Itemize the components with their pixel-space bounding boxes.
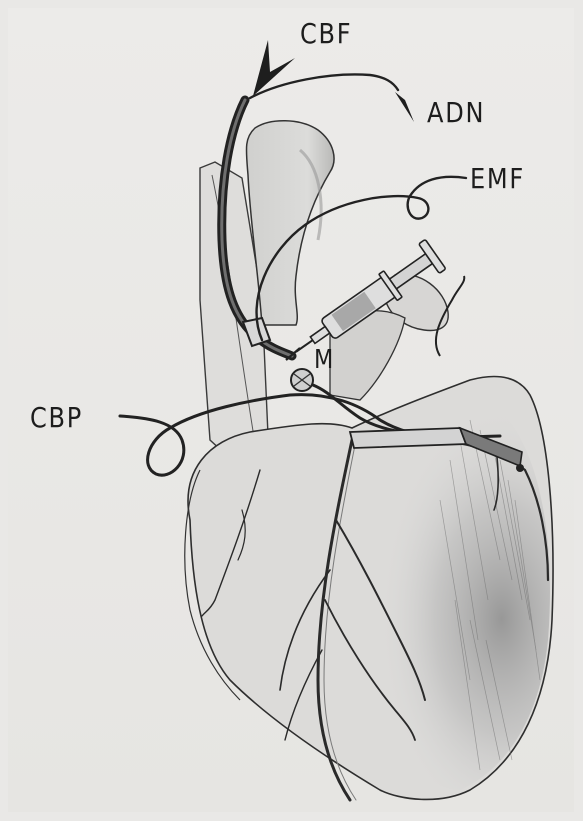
cbp-label: CBP <box>30 404 83 432</box>
m-label: M <box>314 347 333 373</box>
cbf-label: CBF <box>300 20 352 48</box>
emf-label: EMF <box>470 165 525 193</box>
adn-label: ADN <box>427 99 485 127</box>
adn-arrowhead <box>395 92 420 122</box>
pressure-junction <box>291 369 313 391</box>
